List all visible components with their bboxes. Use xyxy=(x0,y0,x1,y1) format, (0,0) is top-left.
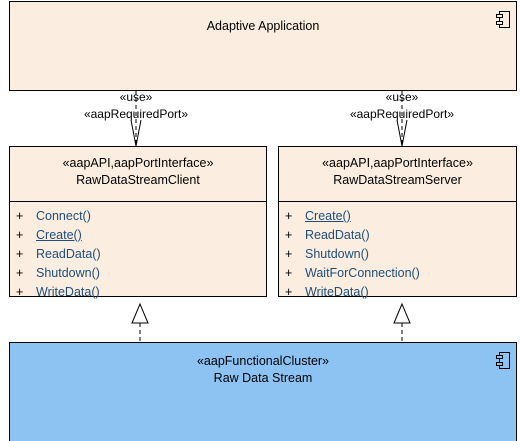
operation-item: + ReadData() xyxy=(285,226,420,245)
operation-name: Shutdown() xyxy=(36,266,100,280)
visibility-marker: + xyxy=(16,285,24,299)
interface-stereotype: «aapAPI,aapPortInterface» xyxy=(62,156,214,170)
operation-item: + Shutdown() xyxy=(285,245,420,264)
operation-item: + Create() xyxy=(16,226,101,245)
raw-data-stream-server-interface: «aapAPI,aapPortInterface» RawDataStreamS… xyxy=(278,146,517,299)
operation-name: WriteData() xyxy=(305,285,369,299)
operation-name: Shutdown() xyxy=(305,247,369,261)
visibility-marker: + xyxy=(285,247,293,261)
raw-data-stream-client-interface: «aapAPI,aapPortInterface» RawDataStreamC… xyxy=(9,146,267,299)
visibility-marker: + xyxy=(285,266,293,280)
operation-item: + Connect() xyxy=(16,207,101,226)
operations-list: + Create() + ReadData() + Shutdown() + WaitF… xyxy=(285,207,420,302)
interface-stereotype: «aapAPI,aapPortInterface» xyxy=(322,156,473,170)
operation-name: Create() xyxy=(305,209,351,223)
use-label-server: «use» xyxy=(385,90,419,104)
visibility-marker: + xyxy=(285,209,293,223)
realization-triangle-client xyxy=(131,302,149,324)
visibility-marker: + xyxy=(16,209,24,223)
operation-item: + ReadData() xyxy=(16,245,101,264)
use-label-client: «use» xyxy=(119,90,153,104)
operation-name: ReadData() xyxy=(36,247,101,261)
operation-item: + Shutdown() xyxy=(16,264,101,283)
operation-item: + WaitForConnection() xyxy=(285,264,420,283)
operation-name: WriteData() xyxy=(36,285,100,299)
operation-name: WaitForConnection() xyxy=(305,266,420,280)
interface-header: «aapAPI,aapPortInterface» RawDataStreamC… xyxy=(10,147,266,202)
operations-list: + Connect() + Create() + ReadData() + Shutdo… xyxy=(16,207,101,302)
visibility-marker: + xyxy=(285,228,293,242)
interface-header: «aapAPI,aapPortInterface» RawDataStreamS… xyxy=(279,147,516,202)
operation-item: + Create() xyxy=(285,207,420,226)
adaptive-application-component: Adaptive Application xyxy=(9,1,517,91)
visibility-marker: + xyxy=(16,266,24,280)
visibility-marker: + xyxy=(16,228,24,242)
realization-triangle-server xyxy=(393,302,411,324)
operation-item: + WriteData() xyxy=(16,283,101,302)
interface-name: RawDataStreamServer xyxy=(333,173,462,187)
cluster-stereotype: «aapFunctionalCluster» xyxy=(196,354,330,368)
operation-name: ReadData() xyxy=(305,228,370,242)
raw-data-stream-cluster-component: «aapFunctionalCluster» Raw Data Stream xyxy=(9,342,517,441)
required-port-label-server: «aapRequiredPort» xyxy=(349,107,455,121)
component-name: Adaptive Application xyxy=(206,19,320,33)
component-icon xyxy=(496,352,510,369)
interface-name: RawDataStreamClient xyxy=(76,173,200,187)
operation-item: + WriteData() xyxy=(285,283,420,302)
component-icon xyxy=(496,11,510,28)
operation-name: Create() xyxy=(36,228,82,242)
cluster-name: Raw Data Stream xyxy=(213,371,313,385)
visibility-marker: + xyxy=(16,247,24,261)
operation-name: Connect() xyxy=(36,209,91,223)
required-port-label-client: «aapRequiredPort» xyxy=(83,107,189,121)
visibility-marker: + xyxy=(285,285,293,299)
